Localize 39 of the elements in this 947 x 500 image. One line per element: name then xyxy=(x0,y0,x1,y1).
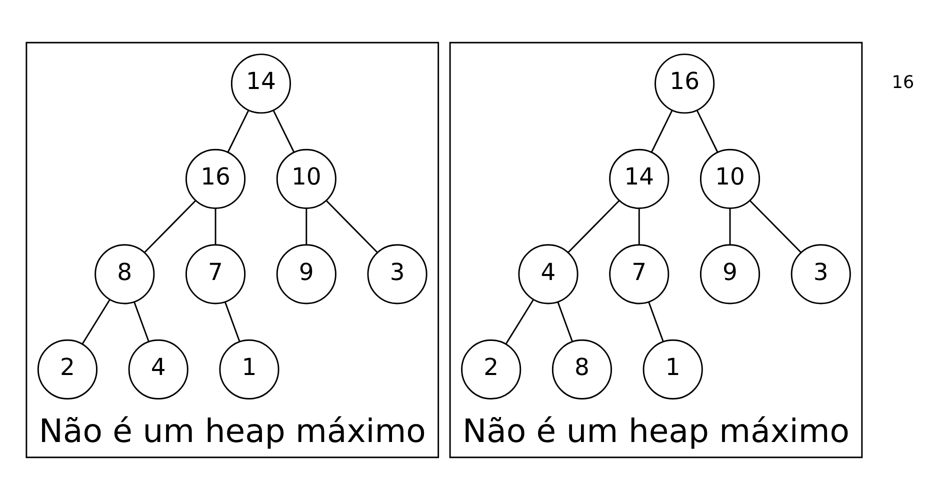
node-circle: 3 xyxy=(367,244,428,304)
connector xyxy=(326,200,378,253)
connector xyxy=(306,208,308,245)
connector xyxy=(272,110,295,153)
connector xyxy=(227,110,250,153)
connector xyxy=(729,208,731,245)
connector xyxy=(568,200,620,253)
node-circle: 1 xyxy=(219,339,280,400)
connector xyxy=(506,300,534,344)
connector xyxy=(750,200,802,253)
node-circle: 14 xyxy=(609,148,670,209)
node-circle: 3 xyxy=(790,244,851,304)
node-circle: 7 xyxy=(609,244,670,304)
connector xyxy=(557,302,574,342)
node-circle: 16 xyxy=(185,148,246,209)
node-circle: 16 xyxy=(654,54,715,114)
node-circle: 2 xyxy=(461,339,522,400)
connector xyxy=(144,200,196,253)
connector xyxy=(648,302,664,342)
node-circle: 8 xyxy=(552,339,612,400)
connector xyxy=(638,208,640,245)
label: 16 xyxy=(892,73,914,94)
node-circle: 10 xyxy=(276,148,336,209)
connector xyxy=(650,110,673,153)
node-circle: 14 xyxy=(230,54,291,114)
node-circle: 7 xyxy=(185,244,246,304)
node-circle: 4 xyxy=(518,244,578,304)
connector xyxy=(696,110,718,153)
connector xyxy=(82,300,110,344)
node-circle: 1 xyxy=(642,339,703,400)
connector xyxy=(134,302,150,342)
connector xyxy=(224,302,240,342)
node-circle: 9 xyxy=(700,244,760,304)
connector xyxy=(214,208,216,245)
node-circle: 10 xyxy=(700,148,760,209)
node-circle: 2 xyxy=(37,339,98,400)
node-circle: 9 xyxy=(276,244,336,304)
node-circle: 8 xyxy=(94,244,155,304)
node-circle: 4 xyxy=(128,339,188,400)
